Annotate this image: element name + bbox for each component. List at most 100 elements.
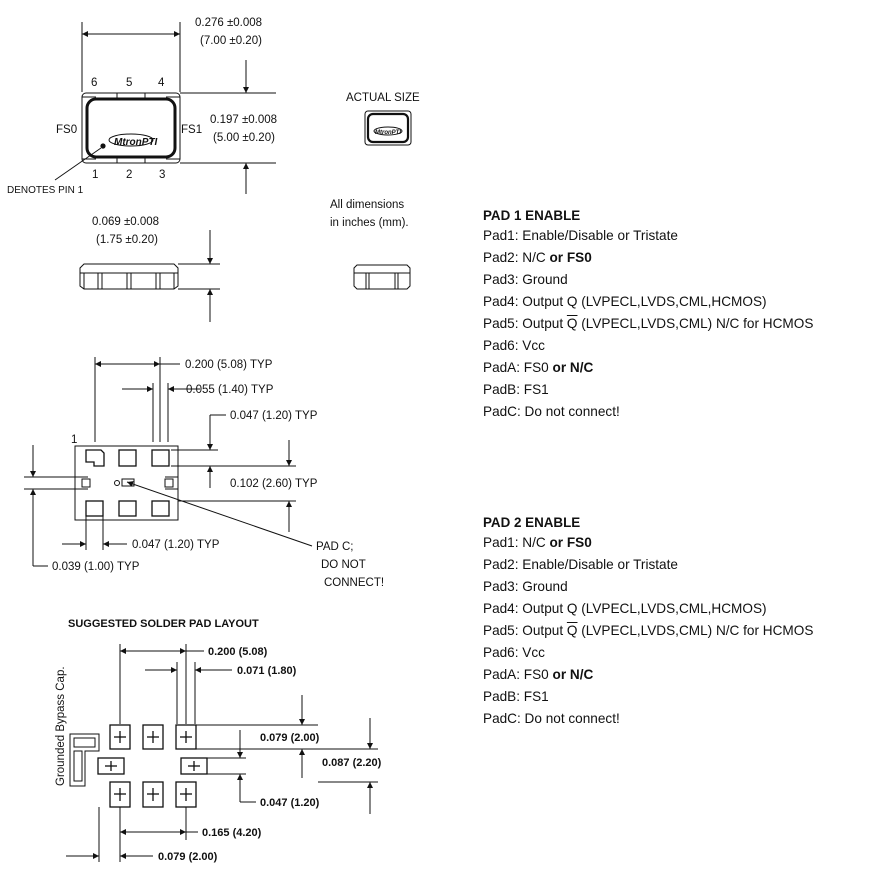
pad-055-label: 0.055 (1.40) TYP [186, 384, 274, 396]
drawing-shape [142, 724, 164, 750]
pad-c-note-3: CONNECT! [324, 577, 384, 589]
width-in-label: 0.197 ±0.008 [210, 114, 277, 126]
pad1-row-padA-text: PadA: FS0 [483, 360, 553, 375]
solder-071-label: 0.071 (1.80) [237, 665, 297, 677]
solder-047-label: 0.047 (1.20) [260, 797, 320, 809]
pad1-row-padB: PadB: FS1 [483, 382, 549, 397]
pad2-row-padA-bold: or N/C [552, 667, 594, 682]
pad2-row-pad5-qbar: Q [566, 623, 578, 638]
pad1-row-pad2-bold: or FS0 [549, 250, 592, 265]
drawing-shape [175, 724, 197, 750]
width-mm-label: (5.00 ±0.20) [213, 132, 275, 144]
bypass-cap-label: Grounded Bypass Cap. [55, 666, 67, 786]
pad1-row-padA-bold: or N/C [552, 360, 594, 375]
drawing-shape [85, 500, 104, 517]
pad-c-note-2: DO NOT [321, 559, 366, 571]
length-in-label: 0.276 ±0.008 [195, 17, 262, 29]
dimension-line [54, 147, 102, 181]
pad1-row-pad2-text: Pad2: N/C [483, 250, 550, 265]
drawing-shape [69, 733, 100, 787]
drawing-shape [74, 445, 179, 521]
logo-text: MtronPTI [114, 137, 158, 148]
height-mm-label: (1.75 ±0.20) [96, 234, 158, 246]
pad-047-bottom-label: 0.047 (1.20) TYP [132, 539, 220, 551]
length-mm-label: (7.00 ±0.20) [200, 35, 262, 47]
units-note-line2: in inches (mm). [330, 217, 409, 229]
drawing-shape [151, 449, 170, 467]
fs1-label: FS1 [181, 124, 202, 136]
pad2-row-pad5-post: (LVPECL,LVDS,CML) N/C for HCMOS [577, 623, 814, 638]
solder-087-label: 0.087 (2.20) [322, 757, 382, 769]
pad-047-top-label: 0.047 (1.20) TYP [230, 410, 318, 422]
pin-label-4: 4 [158, 77, 165, 89]
drawing-shape [353, 264, 411, 290]
pad2-row-pad5: Pad5: Output Q (LVPECL,LVDS,CML) N/C for… [483, 620, 813, 642]
pad2-row-padC: PadC: Do not connect! [483, 711, 620, 726]
pad2-row-pad6: Pad6: Vcc [483, 645, 545, 660]
drawing-shape [97, 757, 125, 775]
pad2-row-pad1-text: Pad1: N/C [483, 535, 550, 550]
pad2-row-padB: PadB: FS1 [483, 689, 549, 704]
drawing-shape [109, 724, 131, 750]
pad2-row-pad1-bold: or FS0 [549, 535, 592, 550]
pin-label-6: 6 [91, 77, 97, 89]
actual-size: ACTUAL SIZE MtronPTI All dimensions in i… [330, 92, 420, 229]
pad1-enable-heading: PAD 1 ENABLE [483, 208, 581, 223]
bottom-view: 1 0.200 (5.08) TYP 0.055 (1.40) TYP 0.04… [24, 357, 384, 589]
pin1-dot [100, 143, 106, 149]
solder-pad-layout: SUGGESTED SOLDER PAD LAYOUT 0.200 (5.08)… [55, 618, 382, 863]
drawing-shape [164, 478, 174, 488]
side-view: 0.069 ±0.008 (1.75 ±0.20) [79, 216, 411, 322]
drawing-shape [151, 500, 170, 517]
pad1-row-pad3: Pad3: Ground [483, 272, 568, 287]
pin1-bottom-label: 1 [71, 434, 77, 446]
pad1-row-padA: PadA: FS0 or N/C [483, 357, 813, 379]
pin-label-1: 1 [92, 169, 98, 181]
pin-label-5: 5 [126, 77, 132, 89]
drawing-shape [81, 478, 91, 488]
units-note-line1: All dimensions [330, 199, 404, 211]
solder-title: SUGGESTED SOLDER PAD LAYOUT [68, 618, 259, 630]
drawing-shape [85, 97, 177, 159]
pad2-row-pad3: Pad3: Ground [483, 579, 568, 594]
actual-size-label: ACTUAL SIZE [346, 92, 420, 104]
pad-c-note-1: PAD C; [316, 541, 354, 553]
drawing-shape [180, 757, 208, 775]
pad-039-label: 0.039 (1.00) TYP [52, 561, 140, 573]
dimension-line [126, 481, 313, 547]
pad1-row-pad2: Pad2: N/C or FS0 [483, 247, 813, 269]
solder-079-bottom-label: 0.079 (2.00) [158, 851, 218, 863]
top-view: 0.276 ±0.008 (7.00 ±0.20) MtronPTI 6 5 4… [7, 17, 277, 196]
pin-label-3: 3 [159, 169, 165, 181]
pad1-row-pad6: Pad6: Vcc [483, 338, 545, 353]
pad1-row-pad5-qbar: Q [566, 316, 578, 331]
drawing-shape [118, 449, 137, 467]
pad1-row-pad5-post: (LVPECL,LVDS,CML) N/C for HCMOS [577, 316, 814, 331]
drawing-shape [108, 133, 154, 147]
height-in-label: 0.069 ±0.008 [92, 216, 159, 228]
solder-165-label: 0.165 (4.20) [202, 827, 262, 839]
pin-label-2: 2 [126, 169, 132, 181]
drawing-shape [118, 500, 137, 517]
drawing-shape [73, 750, 83, 782]
drawing-shape [85, 449, 105, 467]
drawing-shape [81, 92, 181, 164]
pad2-row-pad2: Pad2: Enable/Disable or Tristate [483, 557, 678, 572]
pin1-note: DENOTES PIN 1 [7, 185, 84, 196]
solder-079-right-label: 0.079 (2.00) [260, 732, 320, 744]
pad1-row-pad5-pre: Pad5: Output [483, 316, 567, 331]
pad1-row-pad5: Pad5: Output Q (LVPECL,LVDS,CML) N/C for… [483, 313, 813, 335]
pad1-row-pad1: Pad1: Enable/Disable or Tristate [483, 228, 678, 243]
drawing-shape [142, 781, 164, 808]
pad1-row-pad4: Pad4: Output Q (LVPECL,LVDS,CML,HCMOS) [483, 294, 767, 309]
pad2-enable-heading: PAD 2 ENABLE [483, 515, 581, 530]
pad2-row-padA-text: PadA: FS0 [483, 667, 553, 682]
drawing-shape [364, 110, 412, 146]
solder-200-label: 0.200 (5.08) [208, 646, 268, 658]
pitch-200-label: 0.200 (5.08) TYP [185, 359, 273, 371]
drawing-shape [73, 737, 96, 748]
pad1-row-padC: PadC: Do not connect! [483, 404, 620, 419]
pad1-enable-table: PAD 1 ENABLE Pad1: Enable/Disable or Tri… [483, 208, 813, 423]
fs0-label: FS0 [56, 124, 77, 136]
